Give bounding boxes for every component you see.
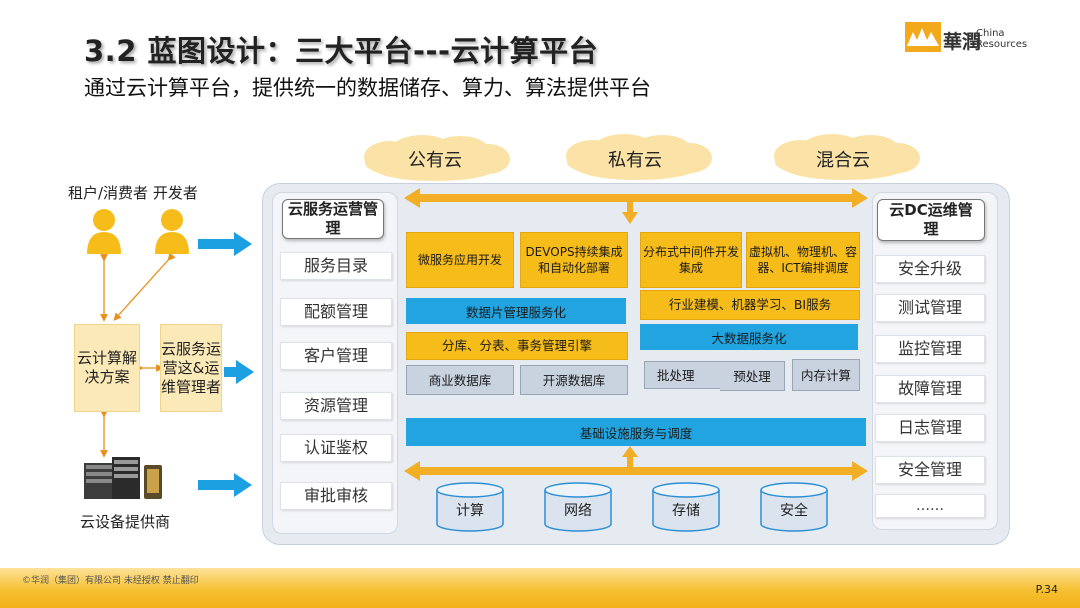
bar-infra: 基础设施服务与调度: [406, 418, 866, 446]
bottom-up-arrow: [622, 446, 638, 467]
box-devops: DEVOPS持续集成和自动化部署: [520, 232, 628, 288]
right-panel-header: 云DC运维管理: [877, 199, 985, 241]
box-vm: 虚拟机、物理机、容器、ICT编排调度: [746, 232, 860, 288]
box-middleware: 分布式中间件开发集成: [640, 232, 742, 288]
page-title: 3.2 蓝图设计：三大平台---云计算平台: [84, 34, 599, 68]
server-icon: [84, 457, 162, 499]
left-item-customer: 客户管理: [280, 342, 392, 370]
resource-storage-label: 存储: [672, 503, 700, 519]
left-item-auth: 认证鉴权: [280, 434, 392, 462]
cloud-hybrid-label: 混合云: [816, 150, 870, 171]
right-item-log: 日志管理: [875, 414, 985, 442]
left-item-quota: 配额管理: [280, 298, 392, 326]
box-db-split: 分库、分表、事务管理引擎: [406, 332, 628, 360]
cylinder-storage: [652, 482, 720, 532]
page-subtitle: 通过云计算平台，提供统一的数据储存、算力、算法提供平台: [84, 76, 651, 100]
top-down-arrow: [622, 202, 638, 224]
footer-bar: [0, 568, 1080, 608]
left-panel-header: 云服务运营管理: [282, 199, 384, 239]
left-item-service-catalog: 服务目录: [280, 252, 392, 280]
cloud-private-label: 私有云: [608, 150, 662, 171]
logo-chinese: 華潤: [943, 31, 982, 53]
box-preprocess: 预处理: [720, 361, 785, 391]
box-in-memory: 内存计算: [792, 359, 860, 391]
logo-mark-icon: [905, 22, 941, 52]
blue-arrow-2: [224, 360, 254, 384]
resource-network-label: 网络: [564, 503, 592, 519]
tenants-label: 租户/消费者 开发者: [68, 184, 198, 202]
cylinder-network: [544, 482, 612, 532]
cylinder-compute: [436, 482, 504, 532]
blue-arrow-3: [198, 473, 252, 497]
right-item-fault: 故障管理: [875, 375, 985, 403]
operator-box: 云服务运营这&运维管理者: [160, 324, 222, 412]
box-commercial-db: 商业数据库: [406, 365, 514, 395]
cloud-public-label: 公有云: [408, 150, 462, 171]
resource-security-label: 安全: [780, 503, 808, 519]
right-item-security-mgmt: 安全管理: [875, 456, 985, 484]
bottom-double-arrow: [404, 461, 868, 481]
bar-data-sharding: 数据片管理服务化: [406, 298, 626, 324]
page-number: P.34: [1035, 583, 1058, 596]
left-item-approval: 审批审核: [280, 482, 392, 510]
left-item-resource: 资源管理: [280, 392, 392, 420]
resource-compute-label: 计算: [456, 503, 484, 519]
top-double-arrow: [404, 188, 868, 208]
developer-icon: [155, 209, 189, 254]
device-provider-label: 云设备提供商: [80, 513, 171, 531]
blue-arrow-1: [198, 232, 252, 256]
bar-bigdata: 大数据服务化: [640, 324, 858, 350]
box-open-db: 开源数据库: [520, 365, 628, 395]
box-microservice: 微服务应用开发: [406, 232, 514, 288]
box-ai-services: 行业建模、机器学习、BI服务: [640, 290, 860, 320]
footer-copyright: ©华润（集团）有限公司 未经授权 禁止翻印: [22, 576, 199, 586]
user-icon: [87, 209, 121, 254]
right-item-more: ……: [875, 494, 985, 518]
right-item-monitor: 监控管理: [875, 335, 985, 363]
right-item-test: 测试管理: [875, 294, 985, 322]
cloud-solution-box: 云计算解决方案: [74, 324, 140, 412]
batch-label: 批处理: [657, 367, 695, 383]
cylinder-security: [760, 482, 828, 532]
right-item-security-upgrade: 安全升级: [875, 255, 985, 283]
